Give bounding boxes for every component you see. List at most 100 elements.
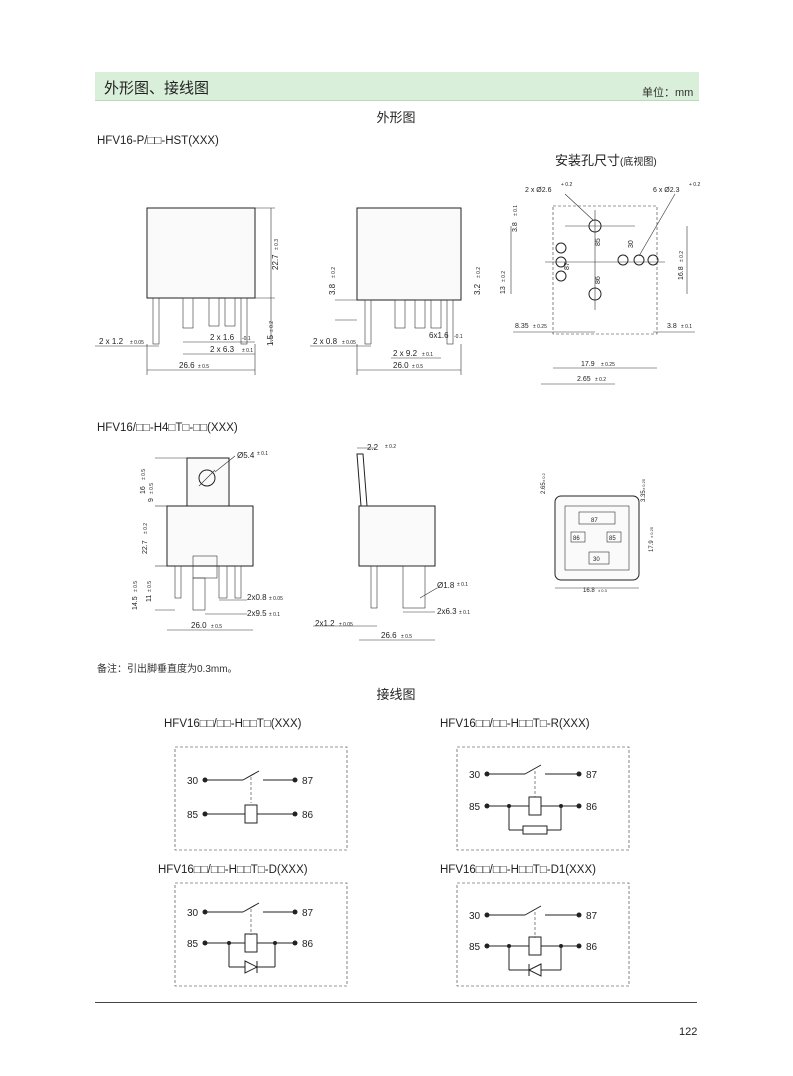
- dim-c-2-tol: ± 0.05: [342, 340, 356, 346]
- wiring-diagrams: 30 87 85 86 30 87 85 86: [174, 746, 630, 987]
- page-number: 122: [679, 1026, 698, 1038]
- outline-drawing-row-1: 26.6 ± 0.5 22.7 ± 0.3 2 x 1.2 ± 0.05 2 x…: [95, 182, 700, 385]
- w1-label-86: 86: [302, 810, 314, 821]
- unit-label: 单位：mm: [642, 87, 694, 99]
- dim-2x6-3-tol: ± 0.1: [459, 610, 470, 616]
- w2-label-30: 30: [469, 770, 481, 781]
- dim-16-tol: ± 0.5: [141, 469, 147, 480]
- mounting-hole-view: 85 30 87 86 2 x Ø2.6 + 0.2 6 x Ø2.3 + 0.…: [500, 182, 700, 385]
- pin-label-30: 30: [628, 240, 635, 248]
- dim-lead-tol: ± 0.2: [269, 321, 275, 332]
- small-pin-86: 86: [573, 536, 580, 542]
- dim-16-8-b-tol: ± 0.3: [598, 588, 608, 593]
- dim-2x1-2: 2x1.2: [315, 619, 335, 628]
- hole-b-tol: + 0.2: [689, 182, 700, 188]
- dim-hole-54: Ø5.4: [237, 451, 255, 460]
- w4-label-87: 87: [586, 911, 598, 922]
- w2-label-87: 87: [586, 770, 598, 781]
- dim-14-5: 14.5: [132, 596, 139, 610]
- dim-2x0-8-tol: ± 0.05: [269, 596, 283, 602]
- w1-label-30: 30: [187, 776, 199, 787]
- dim-17-9-b-tol: ± 0.25: [649, 526, 654, 538]
- dim-11: 11: [146, 595, 153, 602]
- dim-pin-c: 2 x 6.3: [210, 345, 235, 354]
- w3-label-85: 85: [187, 939, 199, 950]
- dim-26-6-b: 26.6: [381, 631, 397, 640]
- dim-2x6-3: 2x6.3: [437, 607, 457, 616]
- side-view-bracket: 2.2 ± 0.2 Ø1.8 ± 0.1 2x1.2 ± 0.05 2x6.3 …: [313, 443, 470, 641]
- w3-label-30: 30: [187, 908, 199, 919]
- w3-label-86: 86: [302, 939, 314, 950]
- dim-2x0-8: 2x0.8: [247, 593, 267, 602]
- w2-label-85: 85: [469, 802, 481, 813]
- dim-d1-8: Ø1.8: [437, 581, 455, 590]
- side-view-1: 26.6 ± 0.5 22.7 ± 0.3 2 x 1.2 ± 0.05 2 x…: [95, 207, 280, 375]
- dim-c-2: 2 x 0.8: [313, 337, 338, 346]
- footnote: 备注：引出脚垂直度为0.3mm。: [97, 664, 238, 675]
- section-title: 外形图、接线图: [104, 80, 210, 97]
- dim-v3: 16.8: [678, 266, 685, 280]
- dim-14-5-tol: ± 0.5: [133, 581, 139, 592]
- dim-e-2-tol: -0.1: [454, 334, 463, 340]
- dim-pin-a: 2 x 1.2: [99, 337, 124, 346]
- dim-3-35: 3.35: [641, 490, 647, 502]
- dim-pin-b-tol: -0.1: [242, 336, 251, 342]
- dim-h2: 3.8: [667, 323, 677, 330]
- dim-hole-54-tol: ± 0.1: [257, 451, 268, 457]
- dim-a-2: 3.8: [328, 283, 337, 295]
- wiring-heading: 接线图: [376, 687, 416, 702]
- mounting-hole-subtitle: (底视图): [620, 157, 657, 168]
- bottom-view-small: 87 86 85 30 2.65 ± 0.2 3.35 ± 0.25 17.9 …: [541, 472, 655, 594]
- wiring-diagram-4: 30 87 85 86: [456, 882, 630, 987]
- dim-e-2: 6x1.6: [429, 331, 449, 340]
- dim-3-35-tol: ± 0.25: [641, 478, 646, 490]
- pin-label-86: 86: [595, 276, 602, 284]
- wiring-diagram-2: 30 87 85 86: [456, 746, 630, 851]
- w4-label-85: 85: [469, 942, 481, 953]
- dim-height-1-tol: ± 0.3: [274, 239, 280, 250]
- dim-width-2: 26.0: [393, 361, 409, 370]
- dim-16-8-b: 16.8: [583, 588, 595, 594]
- dim-d1-8-tol: ± 0.1: [457, 582, 468, 588]
- pin-label-85: 85: [595, 238, 602, 246]
- dim-2x9-5-tol: ± 0.1: [269, 612, 280, 618]
- dim-2-2-tol: ± 0.2: [385, 444, 396, 450]
- dim-h1-tol: ± 0.25: [533, 324, 547, 330]
- mounting-hole-title: 安装孔尺寸(底视图): [555, 150, 657, 169]
- dim-lead: 1.5: [266, 334, 275, 346]
- wiring-title-1: HFV16□□/□□-H□□T□(XXX): [164, 718, 302, 730]
- dim-17-9-b: 17.9: [649, 540, 655, 552]
- dim-pin-b: 2 x 1.6: [210, 333, 235, 342]
- dim-h1: 8.35: [515, 323, 529, 330]
- section-header-bar: [95, 72, 699, 101]
- hole-a: 2 x Ø2.6: [525, 187, 552, 194]
- dim-v1-tol: ± 0.1: [513, 205, 519, 216]
- dim-pin-c-tol: ± 0.1: [242, 348, 253, 354]
- dim-26-0-tol: ± 0.5: [211, 624, 222, 630]
- dim-h4-tol: ± 0.2: [595, 377, 606, 383]
- small-pin-30: 30: [593, 557, 600, 563]
- w2-label-86: 86: [586, 802, 598, 813]
- w4-label-86: 86: [586, 942, 598, 953]
- w4-label-30: 30: [469, 911, 481, 922]
- dim-h4: 2.65: [577, 376, 591, 383]
- dim-2-65-tol: ± 0.2: [541, 472, 546, 482]
- dim-d-2: 2 x 9.2: [393, 349, 418, 358]
- dim-h2-tol: ± 0.1: [681, 324, 692, 330]
- small-pin-87: 87: [591, 518, 598, 524]
- outline-heading: 外形图: [376, 110, 416, 125]
- w1-label-85: 85: [187, 810, 199, 821]
- dim-9-tol: ± 0.5: [149, 483, 155, 494]
- dim-26-0: 26.0: [191, 621, 207, 630]
- dim-2x1-2-tol: ± 0.05: [339, 622, 353, 628]
- dim-h3: 17.9: [581, 361, 595, 368]
- side-view-2: 26.0 ± 0.5 3.8 ± 0.2 3.2 ± 0.2 2 x 0.8 ±…: [310, 207, 482, 375]
- dim-width-2-tol: ± 0.5: [412, 364, 423, 370]
- dim-width-1: 26.6: [179, 361, 195, 370]
- footer-rule: [95, 1002, 697, 1003]
- w3-label-87: 87: [302, 908, 314, 919]
- hole-b: 6 x Ø2.3: [653, 187, 680, 194]
- wiring-diagram-3: 30 87 85 86: [174, 882, 348, 987]
- dim-pin-a-tol: ± 0.05: [130, 340, 144, 346]
- dim-22-7-tol: ± 0.2: [143, 523, 149, 534]
